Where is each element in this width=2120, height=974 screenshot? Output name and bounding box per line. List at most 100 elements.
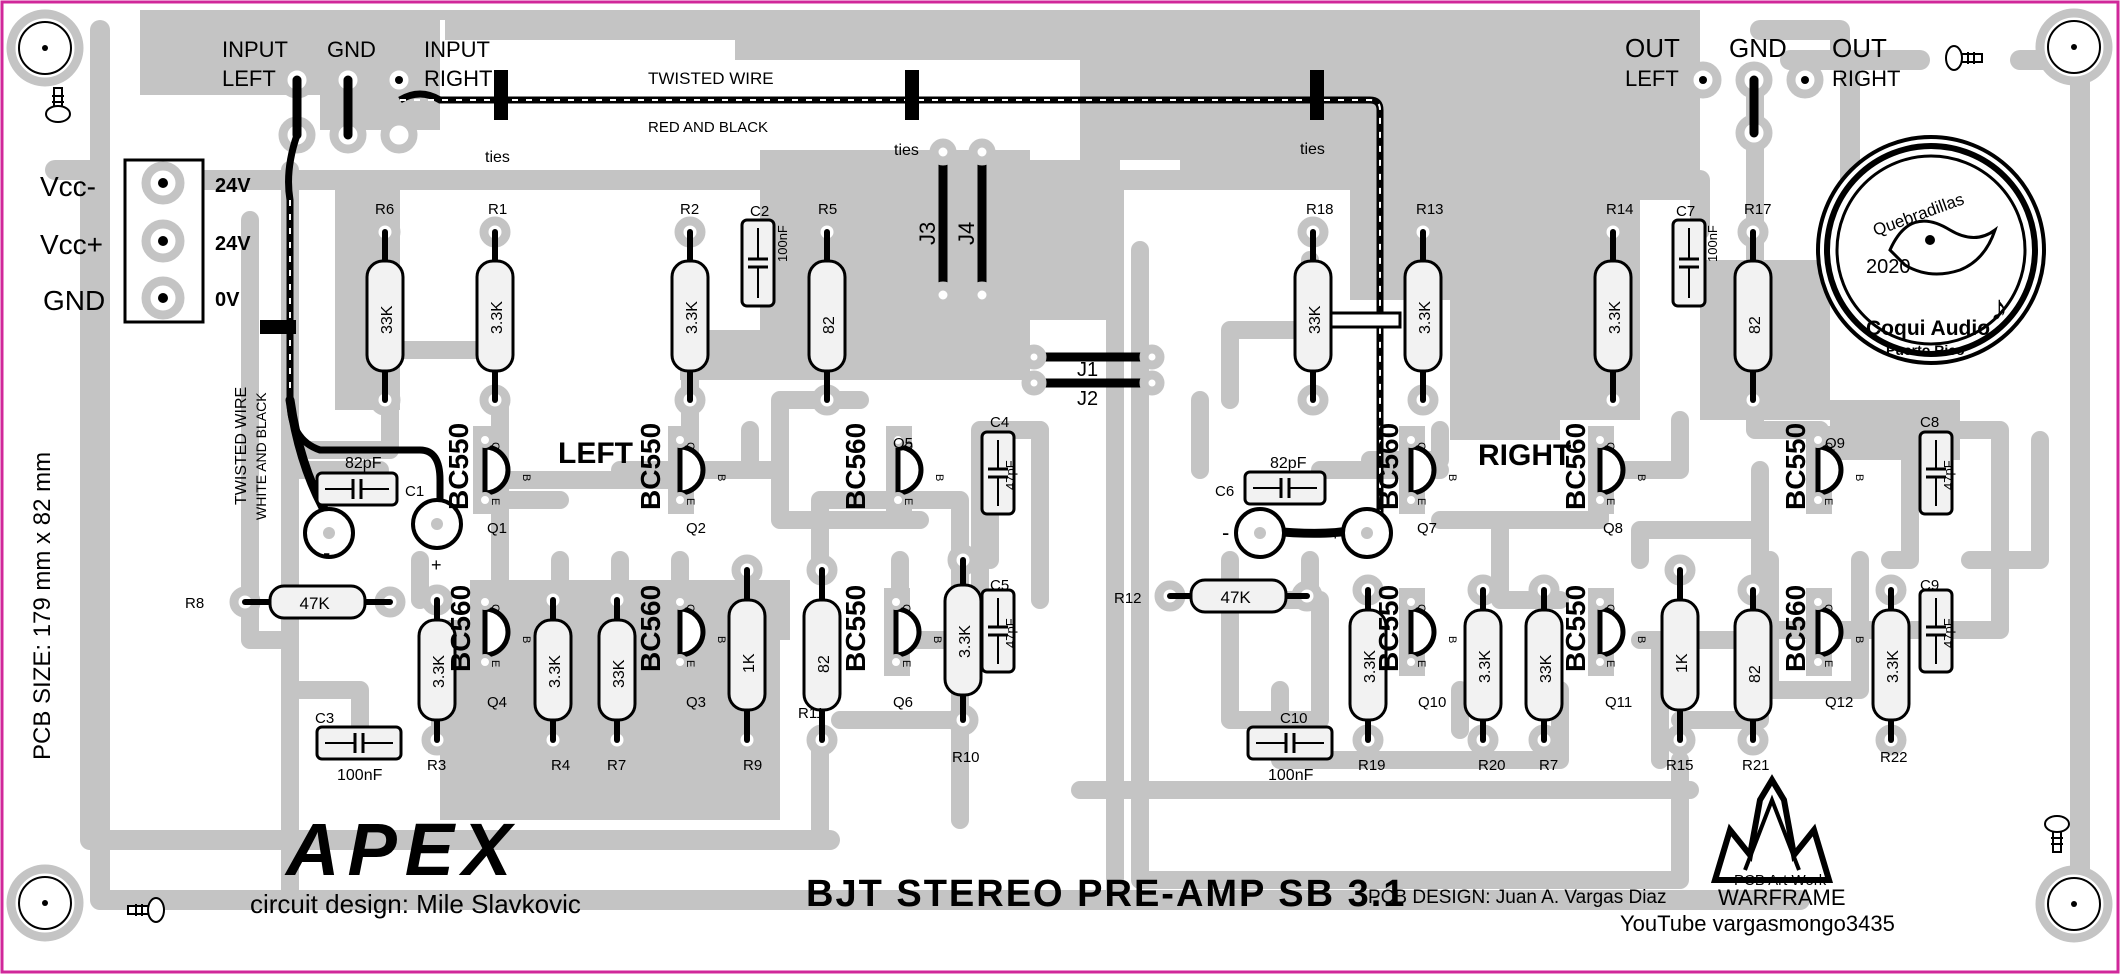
input-connector: INPUT LEFT GND INPUT RIGHT xyxy=(222,37,492,154)
resistor-value: 3.3K xyxy=(547,655,564,688)
input-left-label-2: LEFT xyxy=(222,66,276,91)
transistor-type: BC560 xyxy=(635,585,666,672)
input-gnd-label: GND xyxy=(327,37,376,62)
capacitors: 82pFC1100nFC2100nFC347pFC447pFC582pFC610… xyxy=(315,203,1956,784)
pin-b-label: B xyxy=(931,636,943,643)
capacitor-value: 100nF xyxy=(775,225,790,262)
twisted-wire-label-1: TWISTED WIRE xyxy=(648,69,774,88)
frog-icon xyxy=(1888,219,1998,276)
svg-text:-: - xyxy=(323,540,330,565)
twisted-wire-label-2: RED AND BLACK xyxy=(648,119,768,136)
pin-e-label: E xyxy=(684,498,696,505)
output-left-label-1: OUT xyxy=(1625,33,1680,63)
transistor-ref: Q7 xyxy=(1417,520,1437,537)
transistor-ref: Q8 xyxy=(1603,520,1623,537)
pin-c-label: C xyxy=(1604,604,1616,612)
pcb-design-credit: PCB DESIGN: Juan A. Vargas Diaz xyxy=(1368,887,1667,908)
gnd-voltage: 0V xyxy=(215,289,240,311)
mounting-hole-bottom-right xyxy=(2035,865,2113,943)
pin-c-label: C xyxy=(489,604,501,612)
transistor-type: BC550 xyxy=(1560,585,1591,672)
pin-c-label: C xyxy=(900,604,912,612)
resistor-value: 33K xyxy=(1538,654,1555,683)
capacitor-ref: C2 xyxy=(750,203,769,220)
resistor-ref: R11 xyxy=(798,705,824,722)
mounting-holes xyxy=(6,8,2113,943)
pin-b-label: B xyxy=(715,474,727,481)
pin-c-label: C xyxy=(902,442,914,450)
badge-year: 2020 xyxy=(1866,256,1911,278)
capacitor-value: 82pF xyxy=(1270,455,1307,472)
input-left-label-1: INPUT xyxy=(222,37,288,62)
jumper-j1-label: J1 xyxy=(1077,359,1098,381)
pin-c-label: C xyxy=(1822,442,1834,450)
resistor-value: 1K xyxy=(1674,653,1691,673)
pin-b-label: B xyxy=(520,636,532,643)
capacitor-ref: C4 xyxy=(990,414,1009,431)
resistor-value: 3.3K xyxy=(1362,650,1379,683)
channel-right-label: RIGHT xyxy=(1478,439,1571,472)
resistor-value: 33K xyxy=(611,659,628,688)
transistor-ref: Q4 xyxy=(487,694,507,711)
resistor-ref: R12 xyxy=(1114,590,1142,607)
pin-c-label: C xyxy=(1415,604,1427,612)
pin-e-label: E xyxy=(1415,660,1427,667)
transistor-ref: Q11 xyxy=(1605,694,1632,711)
transistor-type: BC550 xyxy=(1780,423,1811,510)
pin-c-label: C xyxy=(1415,442,1427,450)
resistor-value: 82 xyxy=(1747,316,1764,334)
transistor-ref: Q1 xyxy=(487,520,507,537)
resistor-value: 3.3K xyxy=(489,301,506,334)
capacitor-ref: C9 xyxy=(1920,577,1939,594)
badge-place: Puerto Rico xyxy=(1886,342,1965,358)
pin-b-label: B xyxy=(1853,474,1865,481)
transistor-ref: Q2 xyxy=(686,520,706,537)
transistor-type: BC550 xyxy=(840,585,871,672)
youtube-credit: YouTube vargasmongo3435 xyxy=(1620,911,1895,936)
twisted-wire-label-4: WHITE AND BLACK xyxy=(253,392,269,520)
artwork-label: PCB Art Work xyxy=(1734,872,1827,889)
input-right-label-2: RIGHT xyxy=(424,66,492,91)
pin-e-label: E xyxy=(902,498,914,505)
pcb-size-label: PCB SIZE: 179 mm x 82 mm xyxy=(29,452,56,760)
output-left-label-2: LEFT xyxy=(1625,66,1679,91)
mounting-hole-bottom-left xyxy=(6,864,84,942)
resistor-value: 3.3K xyxy=(1607,301,1624,334)
capacitor-value: 100nF xyxy=(1268,767,1314,784)
pin-b-label: B xyxy=(1853,636,1865,643)
screw-icon xyxy=(45,45,2070,923)
electrolytic-caps: -+ -+ xyxy=(303,498,1393,575)
pin-e-label: E xyxy=(489,498,501,505)
capacitor-value: 47pF xyxy=(1003,460,1018,490)
svg-text:ties: ties xyxy=(894,142,919,159)
svg-text:ties: ties xyxy=(1300,141,1325,158)
resistor-ref: R8 xyxy=(185,595,204,612)
output-gnd-label: GND xyxy=(1729,33,1787,63)
circuit-design-credit: circuit design: Mile Slavkovic xyxy=(250,889,581,919)
capacitor-ref: C3 xyxy=(315,710,334,727)
capacitor-ref: C8 xyxy=(1920,414,1939,431)
warframe-logo-icon xyxy=(1710,774,1834,883)
transistor-ref: Q9 xyxy=(1825,435,1845,452)
resistor-value: 3.3K xyxy=(431,655,448,688)
